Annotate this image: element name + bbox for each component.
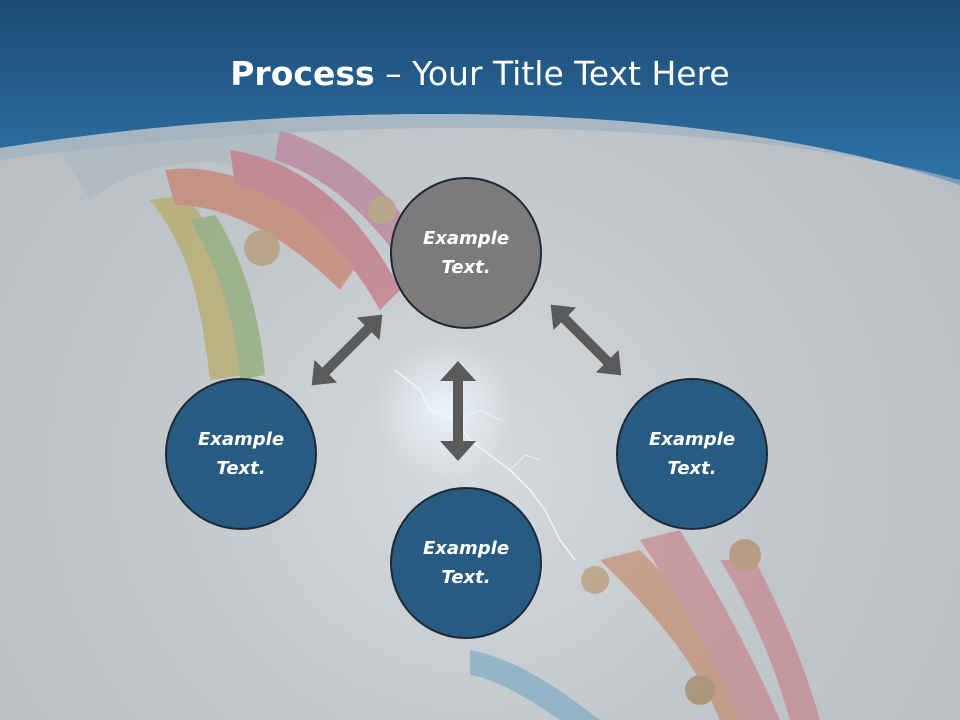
lightning-illustration	[375, 340, 576, 561]
node-bottom-label: Example Text.	[422, 538, 510, 588]
title-rest: Your Title Text Here	[412, 54, 730, 93]
slide-title: Process – Your Title Text Here	[0, 52, 960, 96]
node-right-label: Example Text.	[648, 429, 736, 479]
arrows	[311, 304, 622, 461]
node-top-label: Example Text.	[422, 228, 510, 278]
process-node-bottom: Example Text.	[390, 487, 542, 639]
process-node-left: Example Text.	[165, 378, 317, 530]
arrow-vertical	[440, 361, 476, 461]
arrow-top-left	[311, 314, 383, 386]
header-highlight	[0, 114, 960, 185]
process-node-top: Example Text.	[390, 177, 542, 329]
title-dash: –	[374, 54, 413, 93]
wires-illustration	[60, 114, 820, 720]
header-band	[0, 0, 960, 185]
title-bold: Process	[230, 54, 375, 93]
process-node-right: Example Text.	[616, 378, 768, 530]
arrow-top-right	[550, 304, 622, 376]
node-left-label: Example Text.	[197, 429, 285, 479]
